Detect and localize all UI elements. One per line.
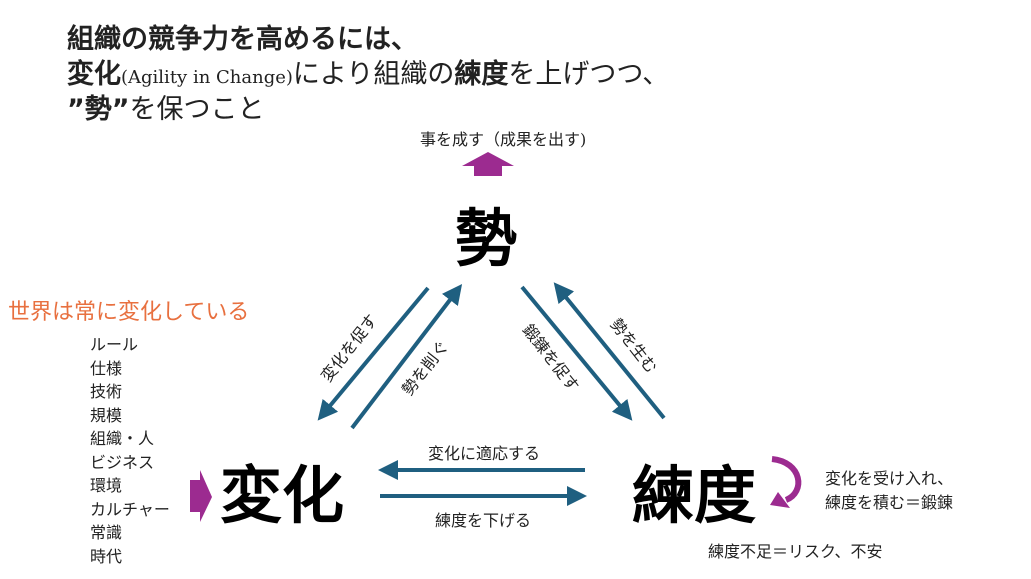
- list-item: 仕様: [90, 358, 123, 378]
- title-proficiency: 練度: [454, 59, 509, 90]
- arrow-promote-training: [520, 285, 633, 421]
- right-arrow-icon: [190, 470, 212, 522]
- title-line-2: 変化(Agility in Change)により組織の練度を上げつつ、: [67, 57, 669, 95]
- list-item: 技術: [90, 382, 123, 401]
- node-change: 変化: [220, 459, 345, 532]
- list-item: 常識: [90, 523, 123, 542]
- node-momentum: 勢: [455, 202, 518, 275]
- label-adapt: 変化に適応する: [428, 444, 541, 463]
- label-lower: 練度を下げる: [435, 511, 532, 530]
- bottom-note: 練度不足＝リスク、不安: [708, 542, 883, 561]
- up-arrow-icon: [462, 152, 514, 176]
- title-momentum: ”勢”: [67, 94, 130, 125]
- title-line-1: 組織の競争力を高めるには、: [67, 24, 418, 55]
- list-item: ルール: [90, 335, 139, 354]
- title-change: 変化: [67, 59, 121, 90]
- list-item: 環境: [90, 476, 123, 495]
- world-heading: 世界は常に変化している: [8, 300, 250, 325]
- list-item: 時代: [90, 546, 123, 566]
- world-list: ルール 仕様 技術 規模 組織・人 ビジネス 環境 カルチャー 常識 時代: [90, 333, 170, 568]
- list-item: カルチャー: [90, 499, 170, 519]
- title-line-3: ”勢”を保つこと: [67, 92, 265, 127]
- title-text: を上げつつ、: [508, 59, 670, 90]
- arrow-promote-change: [317, 286, 430, 421]
- list-item: 組織・人: [90, 429, 155, 448]
- top-caption: 事を成す（成果を出す): [420, 130, 587, 149]
- list-item: ビジネス: [90, 452, 155, 472]
- title-text: により組織の: [292, 59, 455, 90]
- node-proficiency: 練度: [632, 459, 757, 532]
- right-note-line: 変化を受け入れ、: [825, 469, 954, 488]
- right-note-line: 練度を積む＝鍛錬: [825, 493, 954, 512]
- arrow-create-momentum: [553, 282, 666, 420]
- right-note: 変化を受け入れ、練度を積む＝鍛錬: [825, 467, 953, 515]
- title-text: を保つこと: [129, 94, 265, 125]
- cycle-arrow-icon: [771, 456, 802, 503]
- title-agility: (Agility in Change): [121, 67, 293, 88]
- list-item: 規模: [90, 405, 123, 425]
- arrow-reduce-momentum: [350, 284, 463, 430]
